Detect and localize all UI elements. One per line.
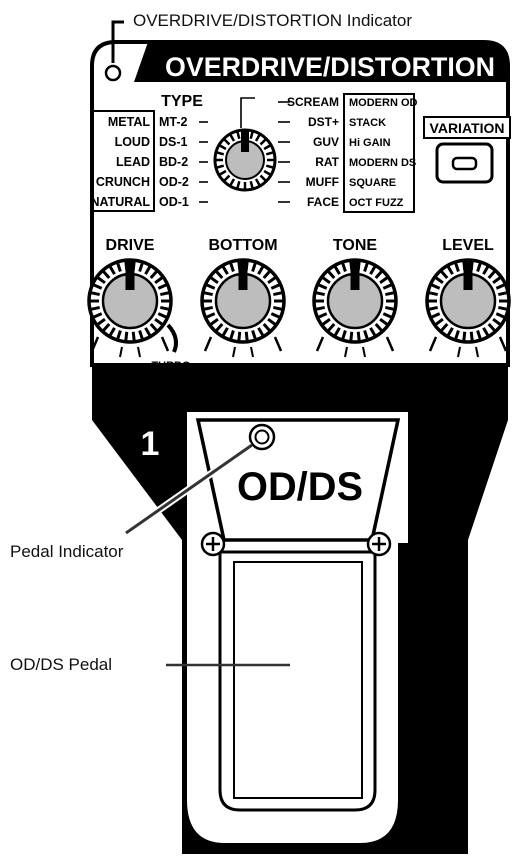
- right-variations-group: MODERN OD STACK Hi GAIN MODERN DS SQUARE OCT …: [349, 97, 418, 209]
- type-model-od-2: OD-2: [159, 175, 189, 189]
- right-models-group: SCREAM DST+ GUV RAT MUFF FACE: [287, 95, 340, 209]
- title-text: OVERDRIVE/DISTORTION: [165, 52, 495, 82]
- turbo-label: TURBO: [151, 360, 191, 372]
- type-selector-leaders: [199, 97, 290, 203]
- right-screw: [366, 531, 392, 557]
- knob-pointer: [125, 260, 135, 290]
- type-name-lead: LEAD: [116, 155, 150, 169]
- pedal-indicator-leader: [125, 443, 253, 535]
- knob-level[interactable]: [425, 258, 511, 358]
- type-label: TYPE: [161, 93, 203, 110]
- variation-label-frame: [423, 116, 511, 139]
- type-model-rat: RAT: [315, 155, 339, 169]
- variation-hi-gain: Hi GAIN: [349, 137, 391, 149]
- knob-bottom[interactable]: [200, 258, 286, 358]
- type-model-face: FACE: [307, 195, 339, 209]
- knob-pointer: [463, 260, 473, 290]
- turbo-arc: [166, 323, 178, 353]
- variation-oct-fuzz: OCT FUZZ: [349, 197, 404, 209]
- right-variations-box: [343, 93, 415, 213]
- knob-label-drive: DRIVE: [106, 237, 155, 254]
- type-knob[interactable]: [213, 128, 277, 192]
- od-ds-indicator-led: [104, 64, 122, 82]
- type-name-crunch: CRUNCH: [96, 175, 150, 189]
- variation-label: VARIATION: [430, 120, 505, 136]
- pedal-label: OD/DS: [237, 465, 363, 509]
- variation-square: SQUARE: [349, 177, 396, 189]
- od-ds-pedal-callout: OD/DS Pedal: [10, 655, 113, 674]
- pedal-number: 1: [141, 425, 160, 463]
- type-model-ds-1: DS-1: [159, 135, 188, 149]
- od-ds-indicator-callout: OVERDRIVE/DISTORTION Indicator: [133, 11, 412, 30]
- title-banner: [134, 42, 508, 82]
- variation-modern-od: MODERN OD: [349, 97, 418, 109]
- left-models-group: MT-2DS-1BD-2OD-2OD-1: [159, 115, 189, 209]
- knob-tone[interactable]: [312, 258, 398, 358]
- type-name-natural: NATURAL: [91, 195, 151, 209]
- left-names-group: METAL LOUD LEAD CRUNCH NATURAL: [91, 115, 151, 209]
- type-model-guv: GUV: [313, 135, 339, 149]
- type-model-bd-2: BD-2: [159, 155, 188, 169]
- pedal-indicator-callout: Pedal Indicator: [10, 542, 124, 561]
- left-names-box: [91, 110, 155, 212]
- variation-stack: STACK: [349, 117, 386, 129]
- knob-drive[interactable]: [87, 258, 173, 358]
- knob-label-level: LEVEL: [442, 237, 494, 254]
- type-model-scream: SCREAM: [287, 95, 339, 109]
- variation-modern-ds: MODERN DS: [349, 157, 416, 169]
- type-model-muff: MUFF: [306, 175, 339, 189]
- od-ds-indicator-leader: [111, 20, 124, 63]
- left-screw: [200, 531, 226, 557]
- type-name-loud: LOUD: [115, 135, 150, 149]
- pedal-treadle[interactable]: [218, 550, 377, 812]
- type-name-metal: METAL: [108, 115, 150, 129]
- type-model-od-1: OD-1: [159, 195, 189, 209]
- type-model-dst-plus: DST+: [308, 115, 339, 129]
- knobs-row: DRIVE BOTTOM TONE LEVEL: [87, 237, 511, 358]
- knob-pointer: [238, 260, 248, 290]
- variation-button-led: [451, 156, 478, 171]
- pedal-indicator-led: [254, 429, 270, 445]
- knob-pointer: [350, 260, 360, 290]
- knob-label-tone: TONE: [333, 237, 377, 254]
- type-model-mt-2: MT-2: [159, 115, 188, 129]
- pedal-treadle-inner: [233, 561, 363, 799]
- knob-label-bottom: BOTTOM: [208, 237, 277, 254]
